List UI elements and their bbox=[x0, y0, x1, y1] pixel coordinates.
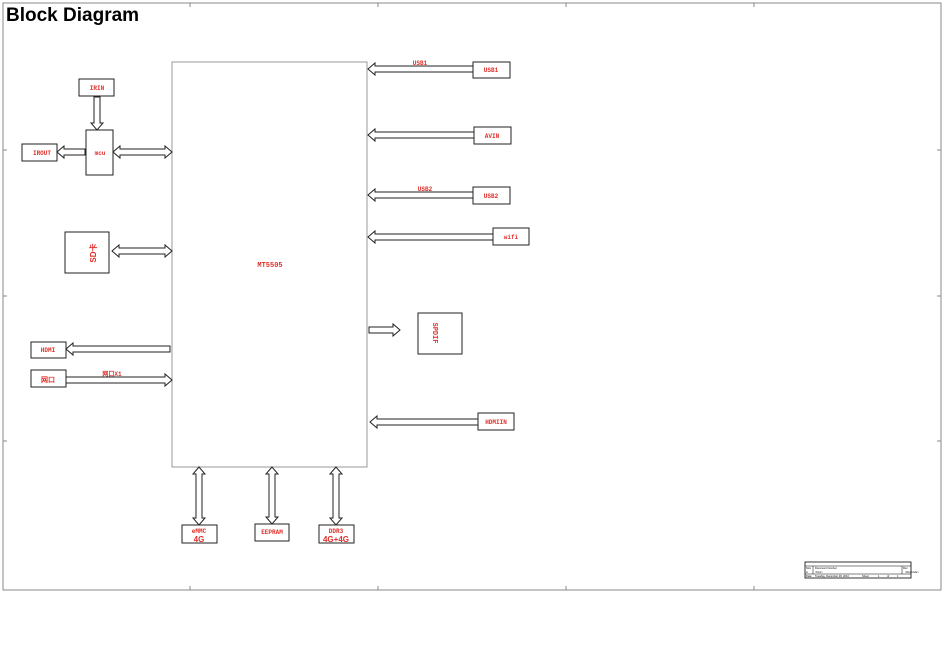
page-title: Block Diagram bbox=[6, 5, 139, 26]
arrow-lan-to-soc bbox=[65, 372, 173, 388]
arrow-mcu-soc bbox=[112, 144, 173, 160]
avin-block[interactable]: AVIN bbox=[473, 126, 512, 145]
of-label: of bbox=[887, 574, 889, 578]
doc-value: <Doc> bbox=[815, 570, 823, 574]
emmc-label: eMMC bbox=[192, 528, 207, 535]
wifi-block[interactable]: wifi bbox=[492, 227, 530, 246]
connections bbox=[56, 61, 494, 526]
usb2-label: USB2 bbox=[484, 193, 499, 200]
emmc-size: 4G bbox=[194, 535, 205, 544]
sheet-value: 1 bbox=[878, 574, 880, 578]
spdif-label: SPDIF bbox=[430, 322, 438, 343]
avin-label: AVIN bbox=[485, 133, 500, 140]
sheets-value: 1 bbox=[897, 574, 899, 578]
ddr-label: DDR3 bbox=[329, 528, 344, 535]
usb1-signal-label: USB1 bbox=[413, 60, 428, 67]
arrow-soc-to-hdmi bbox=[65, 341, 171, 357]
emmc-block[interactable]: eMMC 4G bbox=[181, 524, 218, 544]
arrow-usb1-to-soc bbox=[367, 61, 474, 77]
lan-signal-label: 网口X1 bbox=[102, 370, 122, 378]
usb1-block[interactable]: USB1 bbox=[472, 61, 511, 79]
arrow-wifi-to-soc bbox=[367, 229, 494, 245]
mcu-label: mcu bbox=[95, 150, 106, 157]
sd-card-label: SD卡 bbox=[88, 243, 98, 262]
hdmi-label: HDMI bbox=[41, 347, 56, 354]
size-value: A bbox=[806, 570, 808, 574]
arrow-soc-emmc bbox=[191, 466, 207, 526]
ddr-size: 4G+4G bbox=[323, 535, 349, 544]
arrow-hdmiin-to-soc bbox=[369, 414, 479, 430]
lan-block[interactable]: 网口 bbox=[30, 369, 67, 388]
date-label: Date: bbox=[806, 574, 812, 578]
arrow-sd-soc bbox=[111, 243, 173, 259]
arrow-mcu-to-irout bbox=[56, 144, 86, 160]
soc-block[interactable] bbox=[171, 61, 368, 468]
usb2-block[interactable]: USB2 bbox=[472, 186, 511, 205]
hdmiin-label: HDMIIN bbox=[485, 419, 507, 426]
arrow-soc-to-spdif bbox=[368, 322, 401, 338]
mcu-block[interactable]: mcu bbox=[85, 129, 114, 176]
irout-label: IROUT bbox=[33, 150, 51, 157]
soc-label: MT5505 bbox=[257, 262, 282, 270]
arrow-soc-eeprom bbox=[264, 466, 280, 525]
irin-label: IRIN bbox=[90, 85, 105, 92]
border-ticks bbox=[3, 3, 941, 590]
eeprom-label: EEPRAM bbox=[261, 529, 283, 536]
irin-block[interactable]: IRIN bbox=[78, 78, 115, 97]
title-block: Size A Document Number <Doc> Rev <RevCod… bbox=[804, 561, 919, 579]
rev-label: Rev bbox=[903, 566, 908, 570]
size-label: Size bbox=[806, 566, 812, 570]
arrow-avin-to-soc bbox=[367, 127, 475, 143]
hdmiin-block[interactable]: HDMIIN bbox=[477, 412, 515, 431]
wifi-label: wifi bbox=[504, 234, 519, 241]
sd-card-block[interactable]: SD卡 bbox=[64, 231, 110, 274]
lan-label: 网口 bbox=[41, 376, 55, 385]
usb2-signal-label: USB2 bbox=[418, 186, 433, 193]
arrow-irin-to-mcu bbox=[89, 96, 105, 131]
irout-block[interactable]: IROUT bbox=[21, 143, 58, 162]
doc-label: Document Number bbox=[815, 566, 837, 570]
hdmi-block[interactable]: HDMI bbox=[30, 341, 67, 359]
sheet-border bbox=[2, 2, 942, 591]
rev-value: <RevCode> bbox=[905, 570, 919, 574]
arrow-soc-ddr bbox=[328, 466, 344, 526]
arrow-usb2-to-soc bbox=[367, 187, 474, 203]
eeprom-block[interactable]: EEPRAM bbox=[254, 523, 290, 542]
spdif-block[interactable]: SPDIF bbox=[417, 312, 463, 355]
usb1-label: USB1 bbox=[484, 67, 499, 74]
ddr-block[interactable]: DDR3 4G+4G bbox=[318, 524, 355, 544]
sheet-label: Sheet bbox=[862, 574, 869, 578]
date-value: Tuesday, December 28, 2010 bbox=[815, 574, 849, 578]
